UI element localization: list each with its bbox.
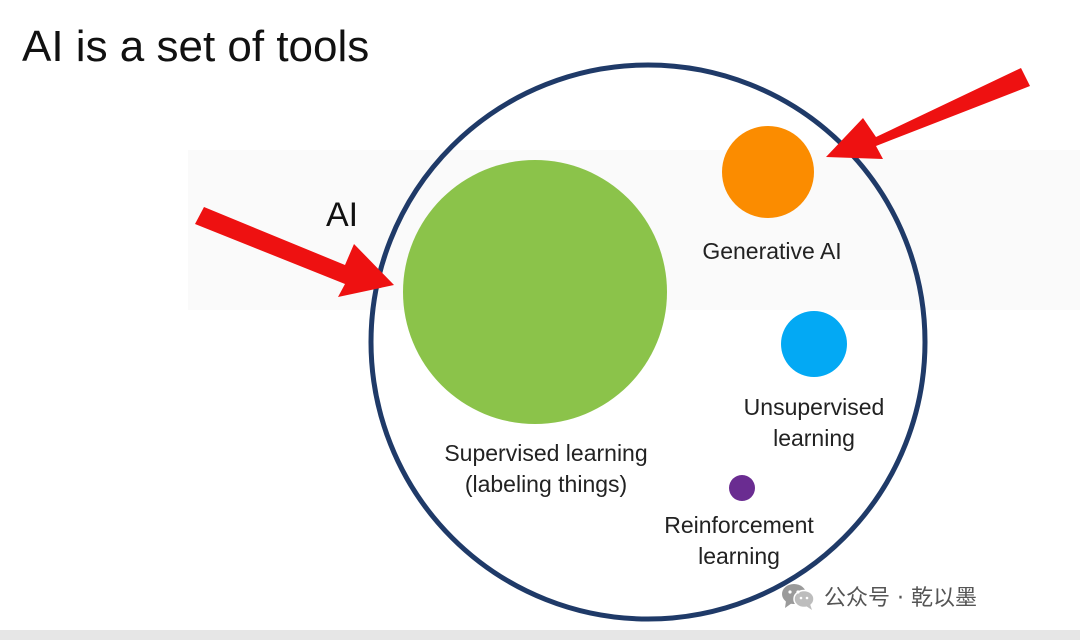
arrow-to-ai-container [195, 207, 394, 297]
wechat-icon [782, 584, 815, 610]
unsupervised-label-line-1: Unsupervised [743, 394, 885, 420]
reinforcement-learning-bubble [729, 475, 755, 501]
supervised-learning-label: Supervised learning (labeling things) [400, 438, 692, 500]
arrow-to-generative-ai [826, 68, 1030, 159]
supervised-label-line-1: Supervised learning [444, 440, 648, 466]
ai-container-circle [368, 62, 928, 622]
unsupervised-learning-label: Unsupervised learning [714, 392, 914, 454]
page-title: AI is a set of tools [22, 22, 370, 71]
supervised-learning-bubble [403, 160, 667, 424]
reinforcement-label-line-2: learning [698, 543, 780, 569]
reinforcement-learning-label: Reinforcement learning [634, 510, 844, 572]
watermark: 公众号 · 乾以墨 [780, 580, 977, 612]
generative-ai-label: Generative AI [672, 236, 872, 267]
reinforcement-label-line-1: Reinforcement [664, 512, 814, 538]
bottom-band [0, 630, 1080, 640]
ai-container-label: AI [326, 196, 359, 234]
watermark-text: 公众号 · 乾以墨 [824, 586, 977, 611]
generative-ai-label-line: Generative AI [702, 238, 842, 264]
generative-ai-bubble [722, 126, 814, 218]
supervised-label-line-2: (labeling things) [464, 471, 628, 497]
unsupervised-learning-bubble [781, 311, 847, 377]
unsupervised-label-line-2: learning [773, 425, 855, 451]
